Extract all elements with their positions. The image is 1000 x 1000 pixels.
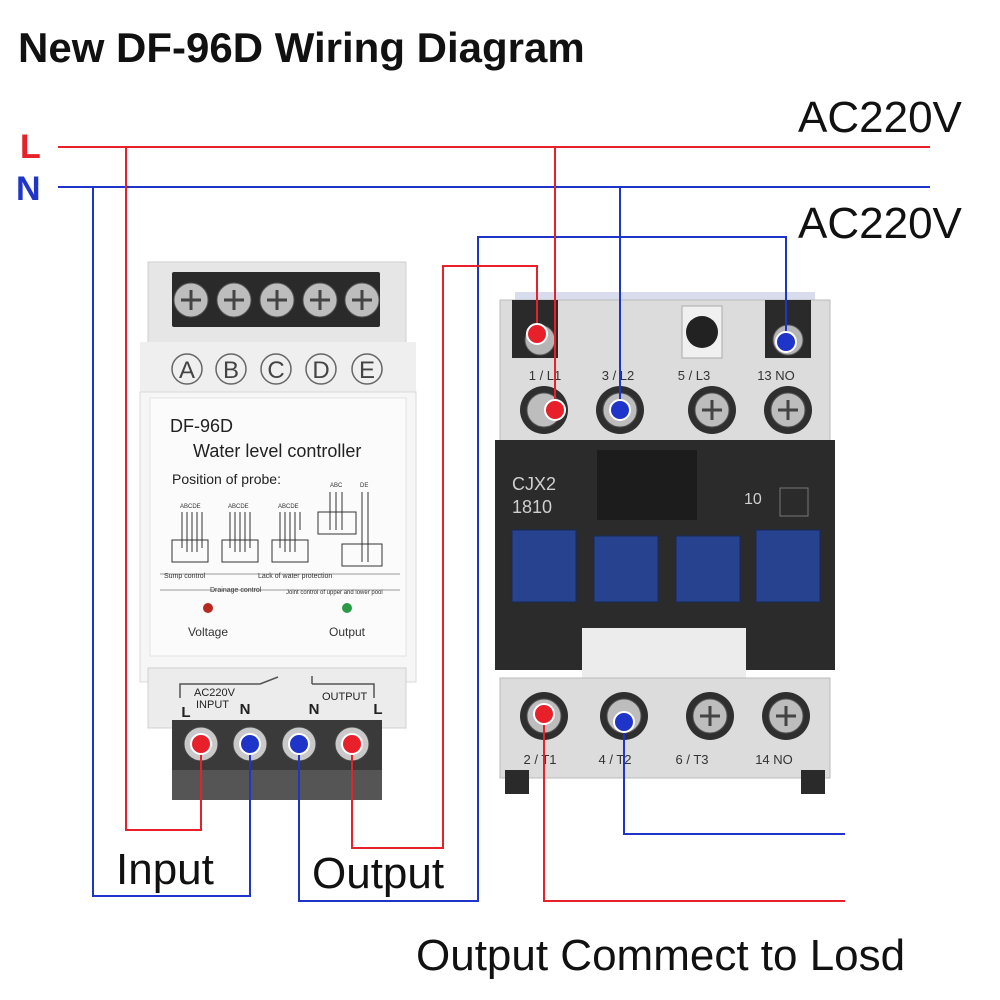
wire-output-l-to-coil [351, 265, 538, 849]
controller-letter-circles [171, 353, 383, 385]
caption-drainage: Drainage control [210, 587, 262, 594]
controller-name: Water level controller [193, 441, 361, 461]
diagram-title: New DF-96D Wiring Diagram [18, 24, 585, 71]
blue-contact-1 [511, 529, 577, 603]
controller-bottom-band [147, 667, 407, 729]
terminal-block-base [172, 770, 382, 800]
output-led-label: Output [329, 625, 366, 639]
bottom-voltage-label: AC220V [194, 687, 236, 699]
wires [58, 146, 930, 902]
bottom-foot-left [505, 770, 529, 794]
dot-input-n [239, 733, 261, 755]
output-label: Output [312, 849, 444, 898]
blue-contact-2 [593, 535, 659, 603]
df96d-controller: A B C D E DF-96D Water level controller … [139, 261, 417, 800]
top-label-l2: 3 / L2 [602, 368, 635, 383]
dot-input-l [190, 733, 212, 755]
contactor-model-line2: 1810 [512, 497, 552, 517]
supply-voltage-label-mid: AC220V [798, 199, 963, 248]
wire-t2-to-load [623, 722, 845, 835]
controller-model: DF-96D [170, 416, 233, 436]
cjx2-contactor: 1 / L1 3 / L2 5 / L3 13 NO CJX2 1810 10 [495, 292, 835, 794]
load-label: Output Commect to Losd [416, 931, 905, 980]
terminal-letter-c: C [267, 357, 284, 384]
dot-coil-a2 [775, 331, 797, 353]
live-line-label: L [20, 128, 41, 166]
probe-letters-1: ABCDE [180, 504, 201, 510]
caption-joint-control: Joint control of upper and lower pool [286, 590, 383, 596]
connection-dots [190, 323, 797, 755]
lack-water-tank [271, 539, 309, 563]
dot-t1 [533, 703, 555, 725]
aux-rating-box [779, 487, 809, 517]
blue-contact-3 [675, 535, 741, 603]
bottom-label-t3: 6 / T3 [675, 752, 708, 767]
supply-voltage-label-top: AC220V [798, 93, 963, 142]
probe-letters-4: ABC [330, 483, 343, 489]
wire-output-n-to-coil [298, 236, 787, 902]
wire-t1-to-load [543, 716, 845, 902]
bottom-term-n1: N [240, 701, 251, 718]
output-led-icon [342, 603, 352, 613]
bottom-label-t2: 4 / T2 [598, 752, 631, 767]
wire-n-to-input [92, 187, 251, 897]
bottom-foot-right [801, 770, 825, 794]
bottom-output-label: OUTPUT [322, 691, 368, 703]
probe-letters-2: ABCDE [228, 504, 249, 510]
contactor-center-window [597, 450, 697, 520]
dot-t2 [613, 711, 635, 733]
probe-heading: Position of probe: [172, 471, 281, 487]
controller-top-screws [173, 282, 380, 318]
bottom-label-14no: 14 NO [755, 752, 793, 767]
neutral-line-label: N [16, 170, 41, 208]
controller-label-sticker [149, 397, 407, 657]
bottom-schematic-symbol [179, 676, 375, 698]
blue-contact-4 [755, 529, 821, 603]
terminal-letter-a: A [179, 357, 195, 384]
top-aux-knob-icon [686, 316, 718, 348]
bottom-input-label: INPUT [196, 699, 229, 711]
caption-lack-water: Lack of water protection [258, 573, 332, 580]
wire-l-to-input [125, 147, 202, 831]
voltage-led-icon [203, 603, 213, 613]
controller-letter-band [140, 342, 416, 394]
terminal-letter-e: E [359, 357, 375, 384]
bottom-term-l2: L [373, 701, 382, 718]
top-label-13no: 13 NO [757, 368, 795, 383]
drainage-tank [221, 539, 259, 563]
dot-output-l [341, 733, 363, 755]
terminal-letter-d: D [312, 357, 329, 384]
contactor-model-line1: CJX2 [512, 474, 556, 494]
voltage-label: Voltage [188, 625, 228, 639]
contactor-window-label [582, 628, 746, 684]
sump-tank [171, 539, 209, 563]
dot-output-n [288, 733, 310, 755]
upper-pool-tank [317, 511, 357, 535]
caption-sump: Sump control [164, 573, 206, 580]
bottom-term-n2: N [309, 701, 320, 718]
dot-l2 [609, 399, 631, 421]
dot-l1 [544, 399, 566, 421]
top-label-l1: 1 / L1 [529, 368, 562, 383]
probe-illustrations: ABCDE ABCDE ABCDE ABC DE [160, 483, 400, 591]
terminal-letter-b: B [223, 357, 239, 384]
dot-coil-a1 [526, 323, 548, 345]
contactor-aux-rating: 10 [744, 491, 762, 508]
bottom-label-t1: 2 / T1 [523, 752, 556, 767]
top-label-l3: 5 / L3 [678, 368, 711, 383]
probe-letters-3: ABCDE [278, 504, 299, 510]
bottom-term-l1: L [181, 704, 190, 721]
input-label: Input [116, 845, 214, 894]
probe-letters-5: DE [360, 483, 368, 489]
